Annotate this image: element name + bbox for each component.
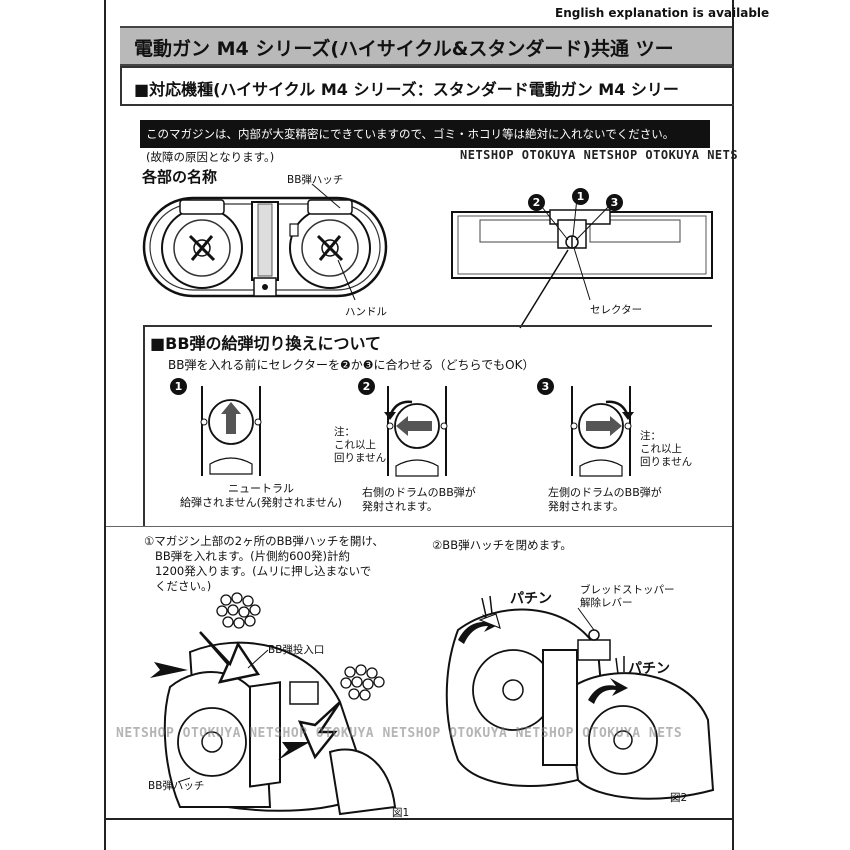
step-2-stop-note: 注： これ以上 回りません xyxy=(334,426,387,464)
leader-lines-top-view xyxy=(311,183,356,301)
feed-switch-section xyxy=(143,325,712,527)
watermark-bottom: NETSHOP OTOKUYA NETSHOP OTOKUYA NETSHOP … xyxy=(116,726,683,741)
step-3-stop-note: 注： これ以上 回りません xyxy=(640,430,693,468)
title-bar: 電動ガン M4 シリーズ(ハイサイクル&スタンダード)共通 ツー xyxy=(120,26,732,66)
feed-switch-subtitle: BB弾を入れる前にセレクターを❷か❸に合わせる（どちらでもOK） xyxy=(168,358,535,372)
selector-right-drum-illustration xyxy=(384,386,448,477)
label-bullet-stopper-lever: ブレッドストッパー 解除レバー xyxy=(580,584,675,609)
label-selector: セレクター xyxy=(590,304,643,316)
step-1-caption: ニュートラル 給弾されません(発射されません) xyxy=(180,482,342,509)
step-3-number: 3 xyxy=(537,378,554,395)
sound-effect-pachin-1: パチン xyxy=(510,591,552,607)
step-3-caption: 左側のドラムのBB弾が 発射されます。 xyxy=(548,486,662,513)
label-bb-inlet: BB弾投入口 xyxy=(268,644,325,656)
figure-2-closing-illustration xyxy=(445,595,715,800)
step-2-caption: 右側のドラムのBB弾が 発射されます。 xyxy=(362,486,476,513)
feed-switch-title: ■BB弾の給弾切り換えについて xyxy=(150,334,382,353)
loading-step-1-text: ①マガジン上部の2ヶ所のBB弾ハッチを開け、 BB弾を入れます。(片側約600発… xyxy=(144,534,384,593)
watermark-top: NETSHOP OTOKUYA NETSHOP OTOKUYA NETS xyxy=(460,148,739,162)
step-2-number: 2 xyxy=(358,378,375,395)
label-handle: ハンドル xyxy=(345,306,387,318)
magazine-top-view-illustration xyxy=(142,196,388,298)
selector-position-3-marker: 3 xyxy=(606,194,623,211)
compatible-models: ■対応機種(ハイサイクル M4 シリーズ：スタンダード電動ガン M4 シリー xyxy=(134,80,679,99)
warning-line-1: このマガジンは、内部が大変精密にできていますので、ゴミ・ホコリ等は絶対に入れない… xyxy=(146,127,675,141)
loading-step-2-text: ②BB弾ハッチを閉めます。 xyxy=(432,538,572,552)
selector-position-2-marker: 2 xyxy=(528,194,545,211)
step-1-number: 1 xyxy=(170,378,187,395)
warning-banner: このマガジンは、内部が大変精密にできていますので、ゴミ・ホコリ等は絶対に入れない… xyxy=(140,120,710,148)
sound-effect-pachin-2: パチン xyxy=(628,661,670,677)
magazine-front-view-illustration xyxy=(451,197,713,329)
page-title: 電動ガン M4 シリーズ(ハイサイクル&スタンダード)共通 ツー xyxy=(134,38,674,60)
section-divider xyxy=(106,526,732,527)
parts-title: 各部の名称 xyxy=(142,168,218,186)
warning-line-2: (故障の原因となります。) xyxy=(146,150,275,164)
english-note: English explanation is available xyxy=(555,6,770,20)
selector-position-1-marker: 1 xyxy=(572,188,589,205)
label-bb-hatch-fig1: BB弾ハッチ xyxy=(148,780,205,792)
sheet-bottom-edge xyxy=(104,818,734,820)
figure-1-loading-illustration xyxy=(150,592,397,816)
selector-neutral-illustration xyxy=(200,386,262,476)
sheet-right-edge xyxy=(732,0,734,850)
figure-1-label: 図1 xyxy=(392,807,410,819)
compatible-models-box: ■対応機種(ハイサイクル M4 シリーズ：スタンダード電動ガン M4 シリー xyxy=(120,66,734,106)
sheet-left-edge xyxy=(104,0,106,850)
label-bb-hatch: BB弾ハッチ xyxy=(287,174,344,186)
figure-2-label: 図2 xyxy=(670,792,688,804)
selector-left-drum-illustration xyxy=(570,386,634,477)
